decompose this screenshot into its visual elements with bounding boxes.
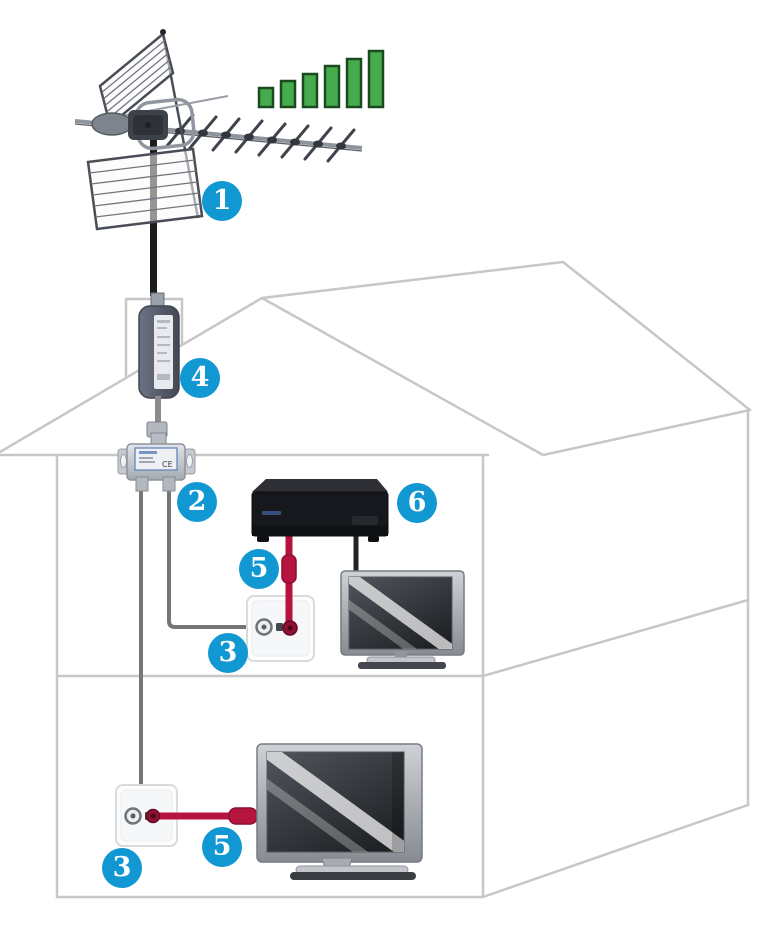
boom-end-plate xyxy=(91,112,133,136)
coax-distribution-cables xyxy=(139,488,248,788)
coax-fly-lead-lower xyxy=(145,807,264,825)
floor-divider-side xyxy=(481,598,750,678)
stb-top-face xyxy=(252,479,388,492)
splitter: CE xyxy=(117,432,196,492)
masthead-amplifier xyxy=(138,292,180,438)
coax-connector xyxy=(228,807,258,825)
badge-coax-fly-lead-upper: 5 xyxy=(239,549,279,589)
tv-upper xyxy=(340,570,465,669)
badge-set-top-box: 6 xyxy=(397,483,437,523)
signal-bar xyxy=(323,64,341,109)
coax-cable-to-upper-outlet xyxy=(167,488,248,629)
signal-bar xyxy=(367,49,385,109)
tv-aerial xyxy=(74,29,363,231)
outlet-socket-square xyxy=(276,623,283,631)
signal-bar xyxy=(279,79,297,109)
tv-stand-neck xyxy=(395,651,407,659)
stb-logo xyxy=(262,511,281,515)
badge-tv-aerial: 1 xyxy=(202,181,242,221)
badge-wall-outlet-lower: 3 xyxy=(102,848,142,888)
reflector-grid-upper xyxy=(98,29,175,128)
reflector-grid-lower xyxy=(86,147,204,231)
coax-connector xyxy=(281,554,297,584)
house-outline xyxy=(0,260,752,899)
ce-mark: CE xyxy=(162,460,173,469)
roof-ridge xyxy=(260,260,565,300)
badge-splitter: 2 xyxy=(177,482,217,522)
badge-wall-outlet-upper: 3 xyxy=(208,633,248,673)
roof-back-slope xyxy=(561,260,752,412)
tv-stand-base xyxy=(290,872,416,880)
signal-bar xyxy=(345,57,363,109)
stb-display xyxy=(352,516,378,525)
signal-bar xyxy=(301,72,319,109)
splitter-out-port-left xyxy=(135,476,149,492)
roof-left-slope xyxy=(0,296,264,454)
stb-foot xyxy=(257,536,269,542)
roof-right-eave xyxy=(541,408,752,457)
badge-coax-fly-lead-lower: 5 xyxy=(202,827,242,867)
house-base-side xyxy=(481,803,750,899)
coax-fly-lead-upper xyxy=(281,530,298,636)
splitter-out-port-right xyxy=(162,476,176,492)
wall-outlet-upper xyxy=(246,595,315,662)
signal-strength-meter xyxy=(257,49,385,109)
signal-bar xyxy=(257,86,275,109)
stb-foot xyxy=(368,536,379,542)
badge-masthead-amplifier: 4 xyxy=(180,358,220,398)
set-top-box xyxy=(251,479,389,542)
amp-down-lead xyxy=(155,396,161,426)
tv-lower xyxy=(256,743,423,880)
tv-stand-base xyxy=(358,662,446,669)
roof-gable-right-slope xyxy=(260,296,545,457)
